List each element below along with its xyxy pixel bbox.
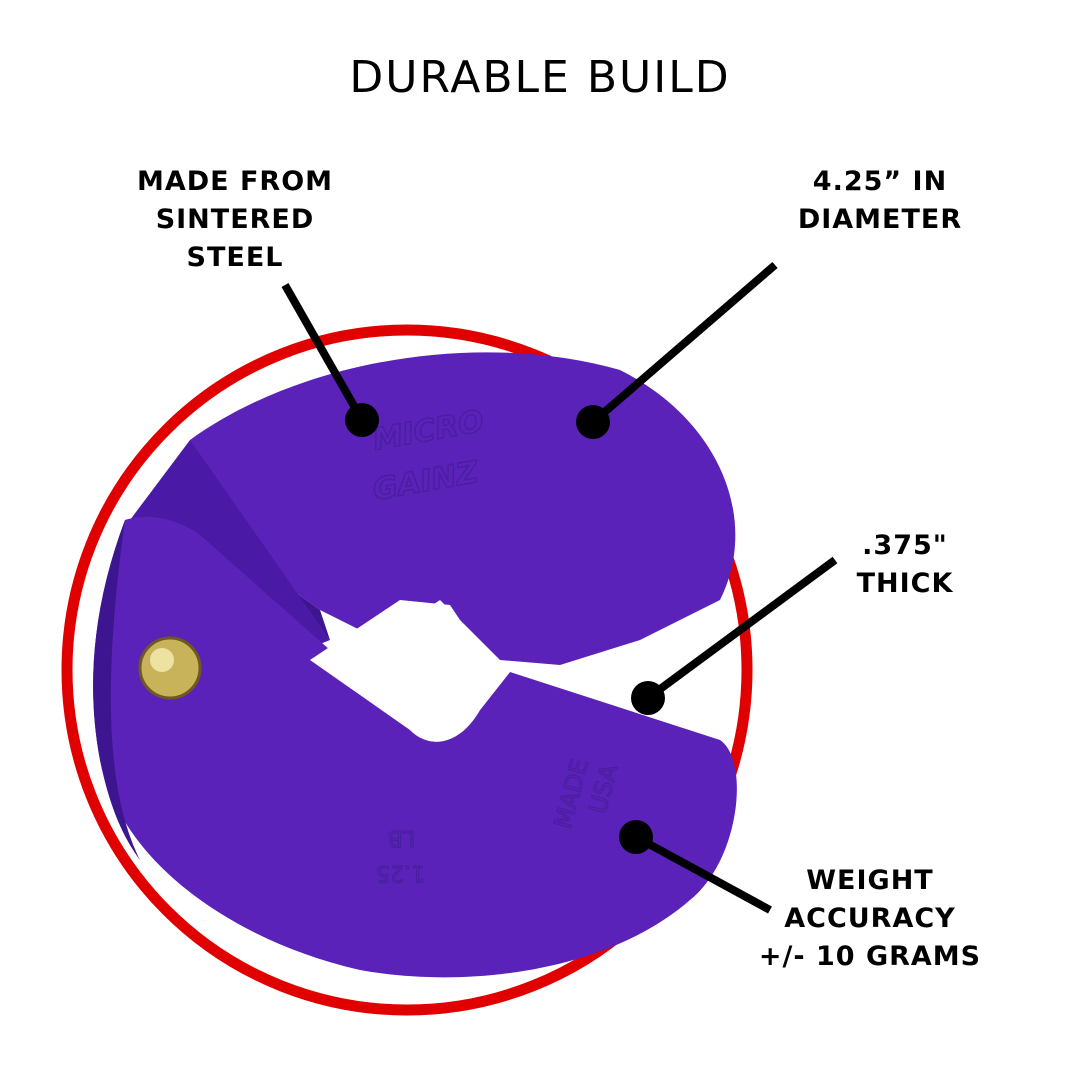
diameter-dot: [576, 405, 610, 439]
material-callout: MADE FROM SINTERED STEEL: [136, 166, 334, 273]
embossed-weight-line1: 1.25: [376, 860, 425, 885]
thickness-leader-line: [645, 556, 838, 702]
front-plate-edge: [93, 520, 140, 860]
accuracy-dot: [619, 820, 653, 854]
diameter-callout: 4.25” IN DIAMETER: [797, 166, 963, 235]
page-title: DURABLE BUILD: [349, 52, 731, 103]
highlight-ring: [61, 324, 753, 1016]
thickness-dot: [631, 681, 665, 715]
center-hole: [310, 600, 510, 742]
embossed-weight-line2: LB: [388, 825, 415, 850]
material-leader-line: [281, 283, 366, 422]
front-plate: [93, 516, 737, 978]
plate-stack-side: [130, 440, 330, 660]
accuracy-leader-line: [634, 833, 772, 914]
material-dot: [345, 403, 379, 437]
accuracy-callout: WEIGHT ACCURACY +/- 10 GRAMS: [758, 865, 982, 972]
rivet-highlight: [150, 648, 174, 672]
diameter-leader-line: [590, 261, 778, 426]
thickness-callout: .375" THICK: [856, 530, 954, 599]
